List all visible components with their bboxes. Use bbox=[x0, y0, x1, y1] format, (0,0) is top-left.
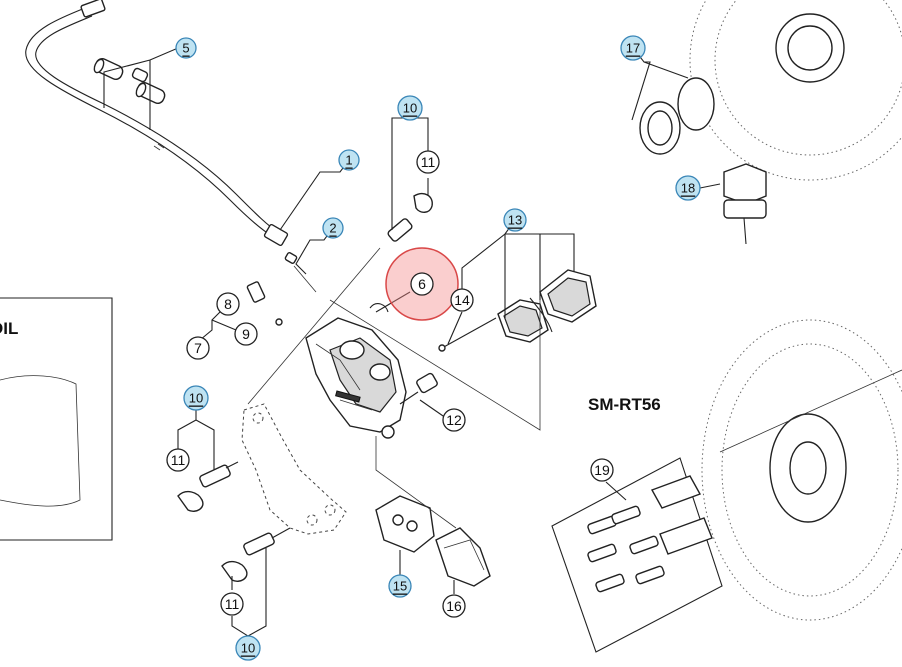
fixing-bolt-top bbox=[387, 192, 433, 242]
oil-label: OIL bbox=[0, 319, 18, 338]
brake-pad-16 bbox=[435, 527, 491, 587]
lockring-17 bbox=[639, 77, 715, 155]
svg-text:2: 2 bbox=[329, 221, 336, 236]
brake-hose bbox=[25, 0, 279, 237]
svg-text:1: 1 bbox=[345, 153, 352, 168]
svg-text:10: 10 bbox=[403, 101, 417, 116]
callout-2: 2 bbox=[322, 217, 344, 239]
svg-text:6: 6 bbox=[418, 276, 426, 292]
connector-insert-5 bbox=[93, 58, 166, 104]
mineral-oil-box bbox=[0, 297, 113, 541]
callout-9: 9 bbox=[234, 322, 258, 346]
connecting-bolt-1 bbox=[263, 223, 317, 293]
svg-text:19: 19 bbox=[594, 462, 610, 478]
callout-1: 1 bbox=[338, 149, 360, 171]
callout-8: 8 bbox=[216, 292, 240, 316]
svg-text:9: 9 bbox=[242, 326, 250, 342]
lockring-tool-18 bbox=[723, 163, 767, 245]
svg-text:18: 18 bbox=[681, 181, 695, 196]
callout-11-left: 11 bbox=[166, 448, 190, 472]
callout-19: 19 bbox=[590, 458, 614, 482]
svg-text:10: 10 bbox=[189, 391, 203, 406]
callout-7: 7 bbox=[186, 336, 210, 360]
callout-10-left: 10 bbox=[183, 385, 209, 411]
callout-15: 15 bbox=[388, 574, 412, 598]
svg-text:17: 17 bbox=[626, 41, 640, 56]
brake-pads-13 bbox=[497, 269, 597, 343]
rotor-bolts-box bbox=[551, 457, 723, 653]
model-label: SM-RT56 bbox=[588, 395, 661, 414]
callout-10-bottom: 10 bbox=[235, 635, 261, 661]
callout-5: 5 bbox=[175, 37, 197, 59]
pad-axle-14 bbox=[369, 303, 497, 352]
svg-text:7: 7 bbox=[194, 340, 202, 356]
caliper-body bbox=[305, 317, 407, 439]
adapter-bolt-lower bbox=[221, 527, 291, 582]
svg-text:8: 8 bbox=[224, 296, 232, 312]
callout-16: 16 bbox=[442, 594, 466, 618]
svg-text:16: 16 bbox=[446, 598, 462, 614]
callout-10-top: 10 bbox=[397, 95, 423, 121]
svg-text:11: 11 bbox=[225, 596, 240, 612]
svg-text:13: 13 bbox=[508, 213, 522, 228]
callout-14: 14 bbox=[450, 288, 474, 312]
caliper-fixing-bolt bbox=[399, 372, 438, 405]
callout-18: 18 bbox=[675, 175, 701, 201]
callout-11-top: 11 bbox=[416, 150, 440, 174]
callout-13: 13 bbox=[503, 208, 527, 232]
rotor-top bbox=[689, 0, 902, 181]
rotor-sm-rt56 bbox=[701, 319, 902, 621]
svg-text:10: 10 bbox=[241, 641, 255, 656]
svg-text:14: 14 bbox=[454, 292, 470, 308]
callout-12: 12 bbox=[442, 408, 466, 432]
callout-11-bottom: 11 bbox=[220, 592, 244, 616]
callout-17: 17 bbox=[620, 35, 646, 61]
svg-text:11: 11 bbox=[421, 154, 436, 170]
adapter-bolt-upper bbox=[177, 461, 239, 512]
svg-text:12: 12 bbox=[446, 412, 462, 428]
svg-text:5: 5 bbox=[182, 41, 189, 56]
svg-text:11: 11 bbox=[171, 452, 186, 468]
bleed-nipple-parts bbox=[246, 281, 283, 326]
svg-text:15: 15 bbox=[393, 579, 407, 594]
callout-6: 6 bbox=[410, 272, 434, 296]
brake-pad-15 bbox=[375, 495, 435, 553]
mount-adapter bbox=[241, 403, 347, 535]
